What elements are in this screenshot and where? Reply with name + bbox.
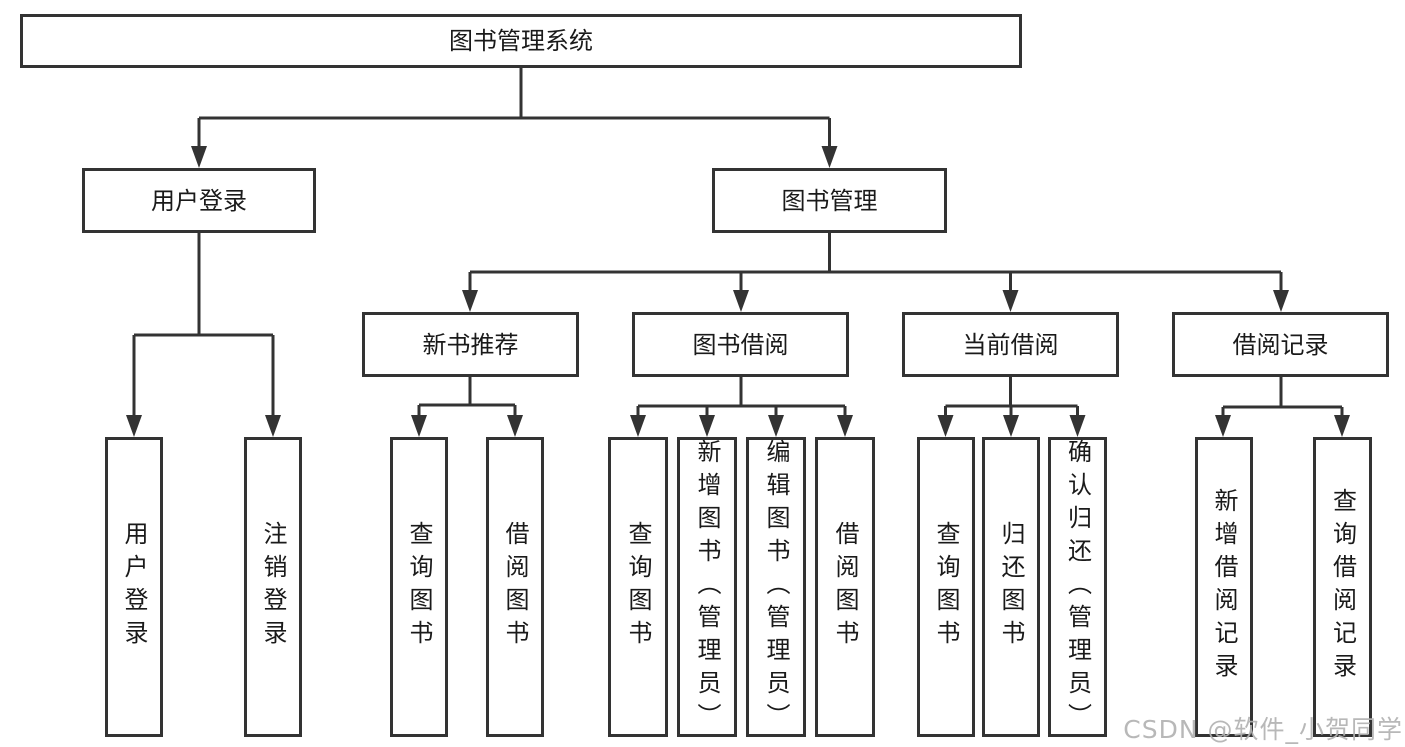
node-borrow-edit-books-admin: 编辑图书（管理员） bbox=[746, 437, 806, 737]
node-label: 当前借阅 bbox=[962, 330, 1059, 359]
node-current-return-books: 归还图书 bbox=[982, 437, 1040, 737]
node-label: 新书推荐 bbox=[422, 330, 519, 359]
node-label: 图书管理系统 bbox=[449, 27, 593, 55]
connector-lines bbox=[132, 68, 1344, 421]
node-label: 查询图书 bbox=[932, 521, 960, 653]
node-borrow-borrow-books: 借阅图书 bbox=[815, 437, 875, 737]
node-current-borrowing: 当前借阅 bbox=[902, 312, 1119, 377]
node-label: 借阅图书 bbox=[831, 521, 859, 653]
node-label: 用户登录 bbox=[120, 521, 148, 653]
node-user-login: 用户登录 bbox=[82, 168, 316, 233]
node-label: 查询图书 bbox=[624, 521, 652, 653]
csdn-watermark: CSDN @软件_小贺同学 bbox=[1123, 715, 1403, 744]
node-book-borrowing: 图书借阅 bbox=[632, 312, 849, 377]
node-label: 编辑图书（管理员） bbox=[762, 438, 790, 736]
node-label: 用户登录 bbox=[151, 186, 247, 215]
node-library-management-system: 图书管理系统 bbox=[20, 14, 1022, 68]
node-new-book-recommend: 新书推荐 bbox=[362, 312, 579, 377]
node-current-query-books: 查询图书 bbox=[917, 437, 975, 737]
node-records-add-borrow-record: 新增借阅记录 bbox=[1195, 437, 1253, 737]
node-label: 确认归还（管理员） bbox=[1063, 438, 1092, 736]
node-book-management: 图书管理 bbox=[712, 168, 947, 233]
node-rec-borrow-books: 借阅图书 bbox=[486, 437, 544, 737]
node-label: 新增图书（管理员） bbox=[693, 438, 721, 736]
node-label: 查询图书 bbox=[405, 521, 433, 653]
node-label: 图书借阅 bbox=[692, 330, 789, 359]
node-label: 借阅记录 bbox=[1232, 330, 1329, 359]
node-borrow-query-books: 查询图书 bbox=[608, 437, 668, 737]
node-label: 注销登录 bbox=[259, 521, 287, 653]
node-leaf-logout: 注销登录 bbox=[244, 437, 302, 737]
node-borrowing-records: 借阅记录 bbox=[1172, 312, 1389, 377]
node-label: 新增借阅记录 bbox=[1210, 488, 1238, 686]
node-leaf-user-login: 用户登录 bbox=[105, 437, 163, 737]
node-label: 图书管理 bbox=[781, 186, 878, 215]
node-current-confirm-return-admin: 确认归还（管理员） bbox=[1048, 437, 1107, 737]
node-rec-query-books: 查询图书 bbox=[390, 437, 448, 737]
connector-arrowheads bbox=[126, 146, 1350, 437]
node-label: 借阅图书 bbox=[501, 521, 529, 653]
node-borrow-add-books-admin: 新增图书（管理员） bbox=[677, 437, 737, 737]
node-records-query-borrow-record: 查询借阅记录 bbox=[1313, 437, 1372, 737]
node-label: 归还图书 bbox=[997, 521, 1025, 653]
node-label: 查询借阅记录 bbox=[1328, 488, 1357, 686]
